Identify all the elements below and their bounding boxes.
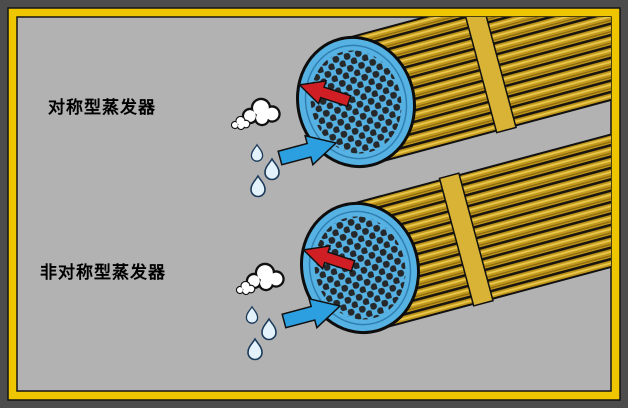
tube-sheet-rim xyxy=(308,210,412,326)
tube-holes xyxy=(310,50,402,154)
tube-bundle-band xyxy=(438,172,494,307)
tube-bundle-asymmetric xyxy=(300,119,611,335)
tube-bundle-band xyxy=(461,17,517,134)
tube-bundle-symmetric xyxy=(296,17,611,169)
label-asymmetric-evaporator: 非对称型蒸发器 xyxy=(40,262,166,283)
tube-holes xyxy=(314,216,406,320)
tube-sheet-rim xyxy=(304,44,408,160)
label-symmetric-evaporator: 对称型蒸发器 xyxy=(48,97,156,118)
